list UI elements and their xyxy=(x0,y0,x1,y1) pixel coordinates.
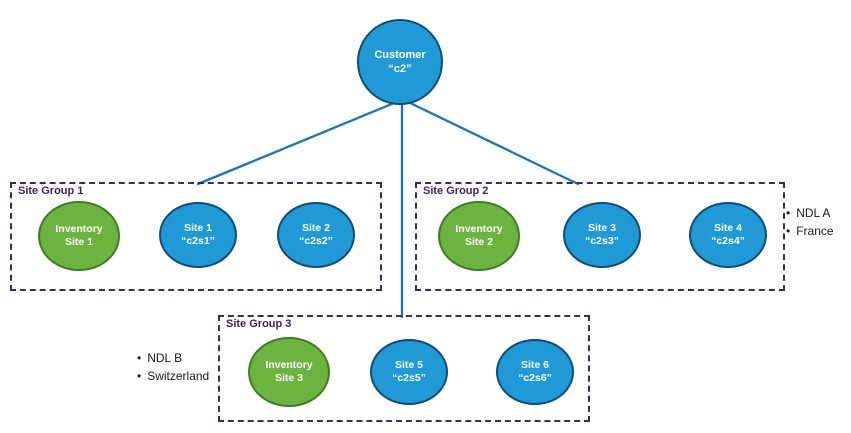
node-id: “c2s5” xyxy=(392,372,426,384)
group3-annotation-list: NDL B Switzerland xyxy=(137,349,209,385)
node-subtitle: Site 3 xyxy=(274,372,303,384)
site-group-2: Site Group 2 Inventory Site 2 Site 3 “c2… xyxy=(415,182,785,291)
site-group-1-label: Site Group 1 xyxy=(18,185,84,197)
site-group-3: Site Group 3 Inventory Site 3 Site 5 “c2… xyxy=(218,315,590,422)
site-group-1: Site Group 1 Inventory Site 1 Site 1 “c2… xyxy=(10,182,382,291)
site-2-node: Site 2 “c2s2” xyxy=(277,202,355,268)
site-1-node: Site 1 “c2s1” xyxy=(159,202,237,268)
node-title: Site 4 xyxy=(713,222,742,234)
customer-node-title: Customer xyxy=(374,49,426,61)
node-id: “c2s4” xyxy=(711,235,745,247)
site-group-2-label: Site Group 2 xyxy=(423,185,489,197)
node-title: Inventory xyxy=(455,223,503,235)
node-title: Inventory xyxy=(55,223,103,235)
site-5-node: Site 5 “c2s5” xyxy=(370,339,448,405)
node-subtitle: Site 2 xyxy=(464,236,493,248)
node-id: “c2s2” xyxy=(299,235,333,247)
site-6-node: Site 6 “c2s6” xyxy=(496,339,574,405)
node-subtitle: Site 1 xyxy=(64,236,93,248)
node-title: Site 3 xyxy=(587,222,616,234)
site-3-node: Site 3 “c2s3” xyxy=(563,202,641,268)
inventory-site-1-node: Inventory Site 1 xyxy=(38,201,120,271)
node-title: Inventory xyxy=(265,359,313,371)
node-title: Site 2 xyxy=(301,222,330,234)
node-title: Site 1 xyxy=(183,222,212,234)
node-id: “c2s6” xyxy=(518,372,552,384)
node-id: “c2s3” xyxy=(585,235,619,247)
node-title: Site 5 xyxy=(394,359,423,371)
inventory-site-3-node: Inventory Site 3 xyxy=(248,337,330,407)
customer-node-id: “c2” xyxy=(388,63,412,75)
inventory-site-2-node: Inventory Site 2 xyxy=(438,201,520,271)
annotation-switzerland: Switzerland xyxy=(137,367,209,385)
customer-node: Customer “c2” xyxy=(357,19,443,105)
node-id: “c2s1” xyxy=(181,235,215,247)
connector-customer-to-group1 xyxy=(196,99,401,186)
annotation-ndl-a: NDL A xyxy=(786,204,834,222)
annotation-france: France xyxy=(786,222,833,240)
group2-annotation-list: NDL A France xyxy=(786,204,834,240)
site-4-node: Site 4 “c2s4” xyxy=(689,202,767,268)
node-title: Site 6 xyxy=(520,359,549,371)
annotation-ndl-b: NDL B xyxy=(137,349,209,367)
site-group-3-label: Site Group 3 xyxy=(226,318,292,330)
connector-customer-to-group2 xyxy=(404,99,580,186)
